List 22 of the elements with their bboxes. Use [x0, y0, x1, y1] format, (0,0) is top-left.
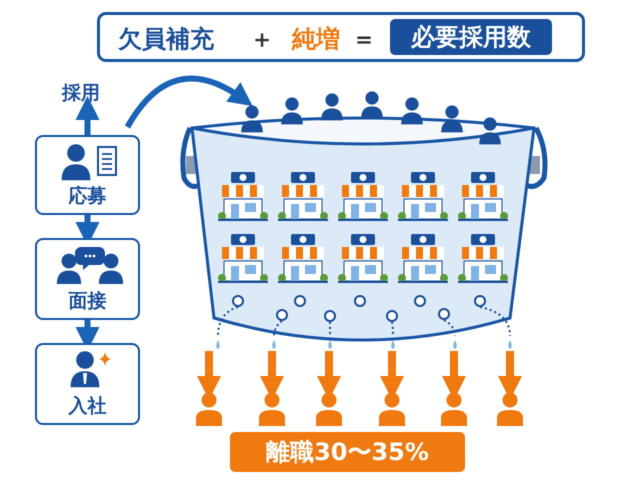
step-label: 応募 — [67, 184, 108, 209]
step-label: 面接 — [68, 289, 108, 314]
result-label: 必要採用数 — [390, 19, 552, 55]
person-icon — [259, 392, 285, 426]
step-card — [35, 343, 140, 425]
person-icon — [497, 392, 523, 426]
person-icon — [196, 392, 222, 426]
operator: ＝ — [352, 24, 376, 55]
step-label: 採用 — [62, 82, 100, 104]
step-card — [35, 238, 140, 320]
arrow — [76, 96, 100, 135]
turnover-label: 離職30〜35% — [230, 432, 465, 472]
person-icon — [441, 392, 467, 426]
formula-panel — [97, 12, 585, 62]
person-icon — [316, 392, 342, 426]
arrow — [124, 76, 253, 129]
step-card — [35, 135, 140, 215]
operator: ＋ — [250, 24, 274, 55]
step-label: 入社 — [67, 394, 108, 419]
formula-term: 欠員補充 — [118, 24, 214, 55]
person-icon — [379, 392, 405, 426]
formula-term: 純増 — [292, 24, 340, 55]
